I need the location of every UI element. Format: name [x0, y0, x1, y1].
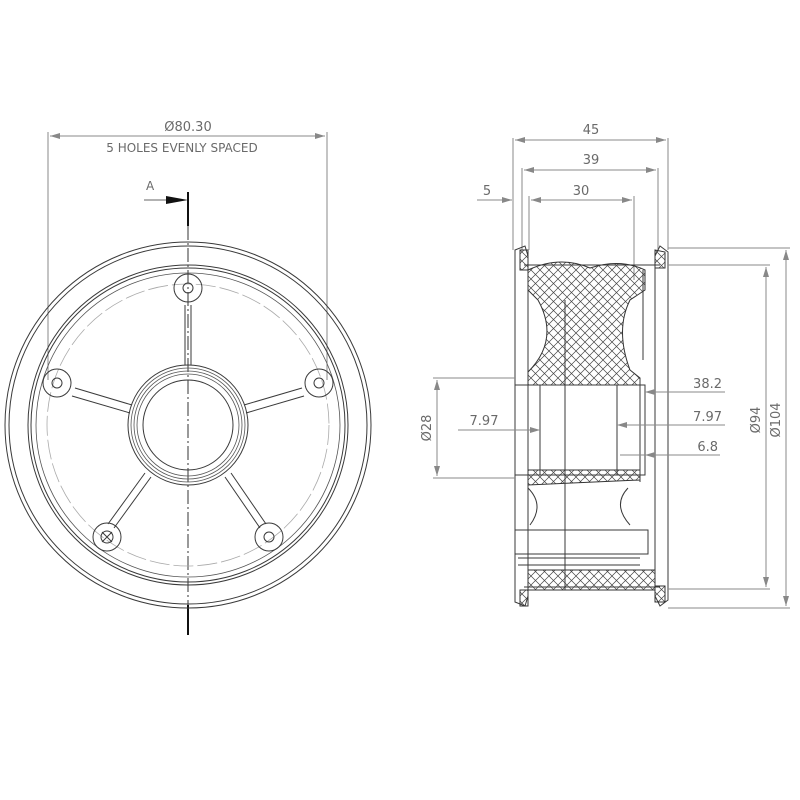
section-marker-a: A: [144, 179, 189, 635]
dim-diameter-94: Ø94: [749, 407, 764, 434]
bolt-hole: [254, 522, 284, 552]
dim-flange: 5: [483, 184, 491, 199]
front-view: Ø80.30 5 HOLES EVENLY SPACED A: [4, 120, 372, 635]
bolt-hole: [92, 522, 122, 552]
section-hatch-lower: [527, 469, 641, 486]
section-hatch-upper: [527, 261, 646, 386]
dim-hub-width: 30: [573, 184, 590, 199]
spokes: [71, 305, 305, 529]
bolt-hole: [173, 273, 203, 303]
dim-diameter-104: Ø104: [769, 402, 784, 437]
bolt-hole: [304, 368, 334, 398]
dim-hub-depth: 38.2: [693, 377, 722, 392]
bolt-hole: [42, 368, 72, 398]
bolt-circle-dim-label: Ø80.30: [164, 120, 211, 135]
bolt-circle-dimension: Ø80.30 5 HOLES EVENLY SPACED: [47, 120, 328, 380]
dim-bearing-right: 7.97: [693, 410, 722, 425]
dim-bore-diameter: Ø28: [420, 415, 435, 442]
dim-overall-width: 45: [583, 123, 600, 138]
dim-bearing-left: 7.97: [470, 414, 499, 429]
dim-inner-width: 39: [583, 153, 600, 168]
section-label: A: [146, 179, 155, 193]
bolt-holes: [42, 273, 334, 552]
dim-offset: 6.8: [697, 440, 718, 455]
side-view: 45 39 5 30: [420, 123, 790, 609]
bolt-circle-note: 5 HOLES EVENLY SPACED: [106, 141, 258, 155]
